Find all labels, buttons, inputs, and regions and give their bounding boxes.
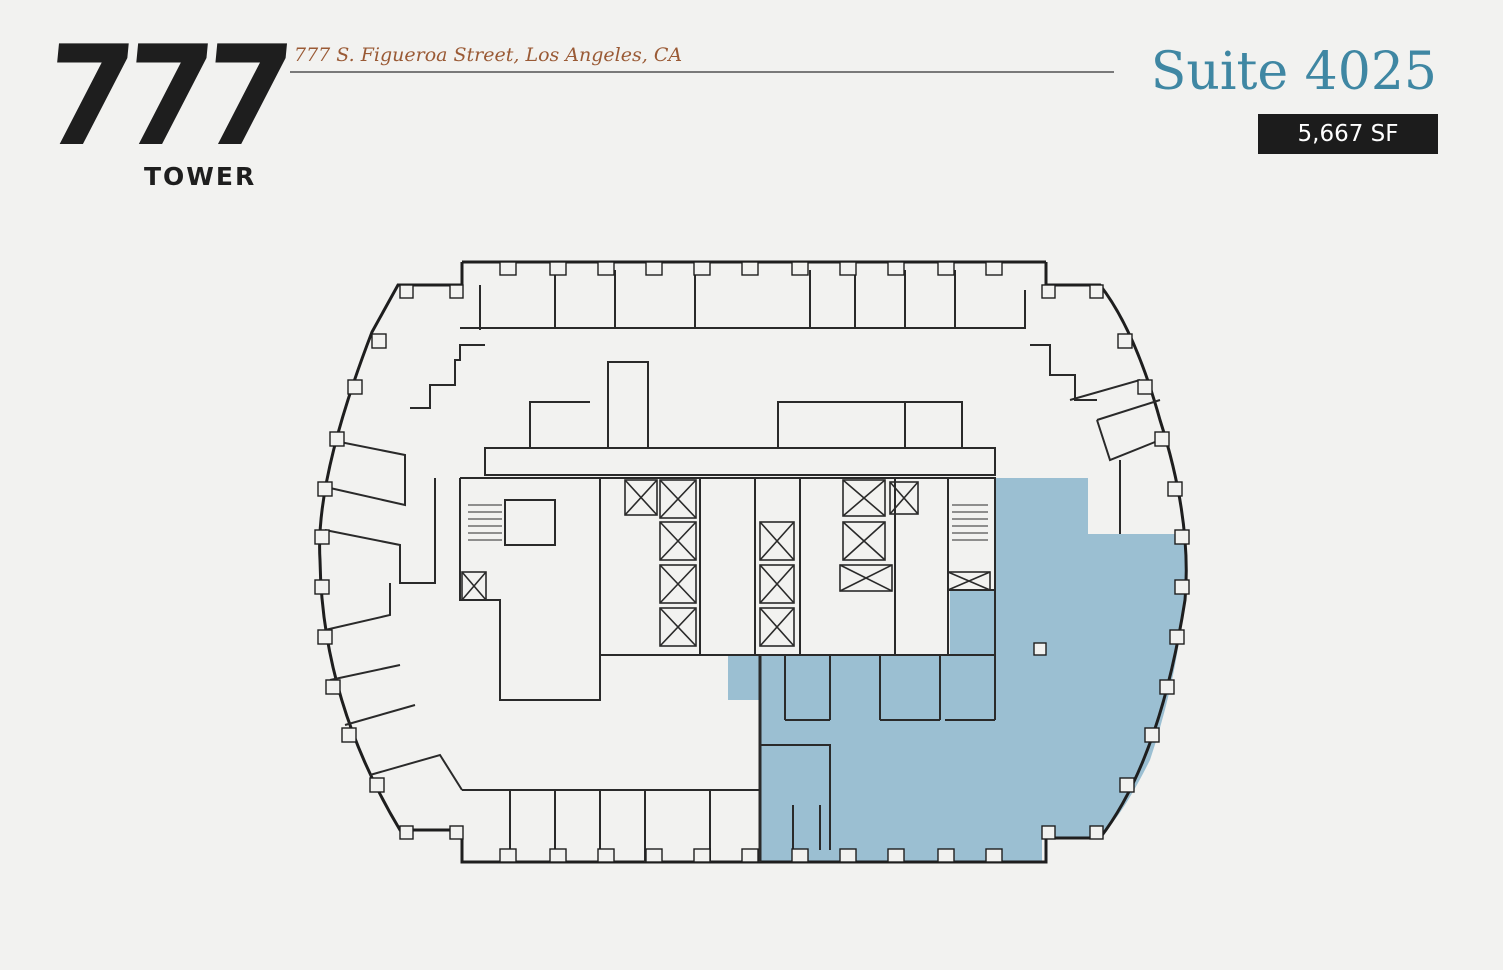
area-badge: 5,667 SF	[1258, 114, 1438, 154]
interior-walls	[324, 270, 1161, 862]
structural-columns	[314, 261, 1190, 863]
address-divider	[290, 71, 1114, 73]
building-address: 777 S. Figueroa Street, Los Angeles, CA	[294, 44, 683, 66]
tower-logo-word: TOWER	[144, 162, 257, 191]
suite-4025-highlight[interactable]	[728, 478, 1186, 862]
stairwells	[468, 504, 988, 541]
suite-title: Suite 4025	[1150, 42, 1437, 102]
elevator-cars	[461, 479, 991, 647]
